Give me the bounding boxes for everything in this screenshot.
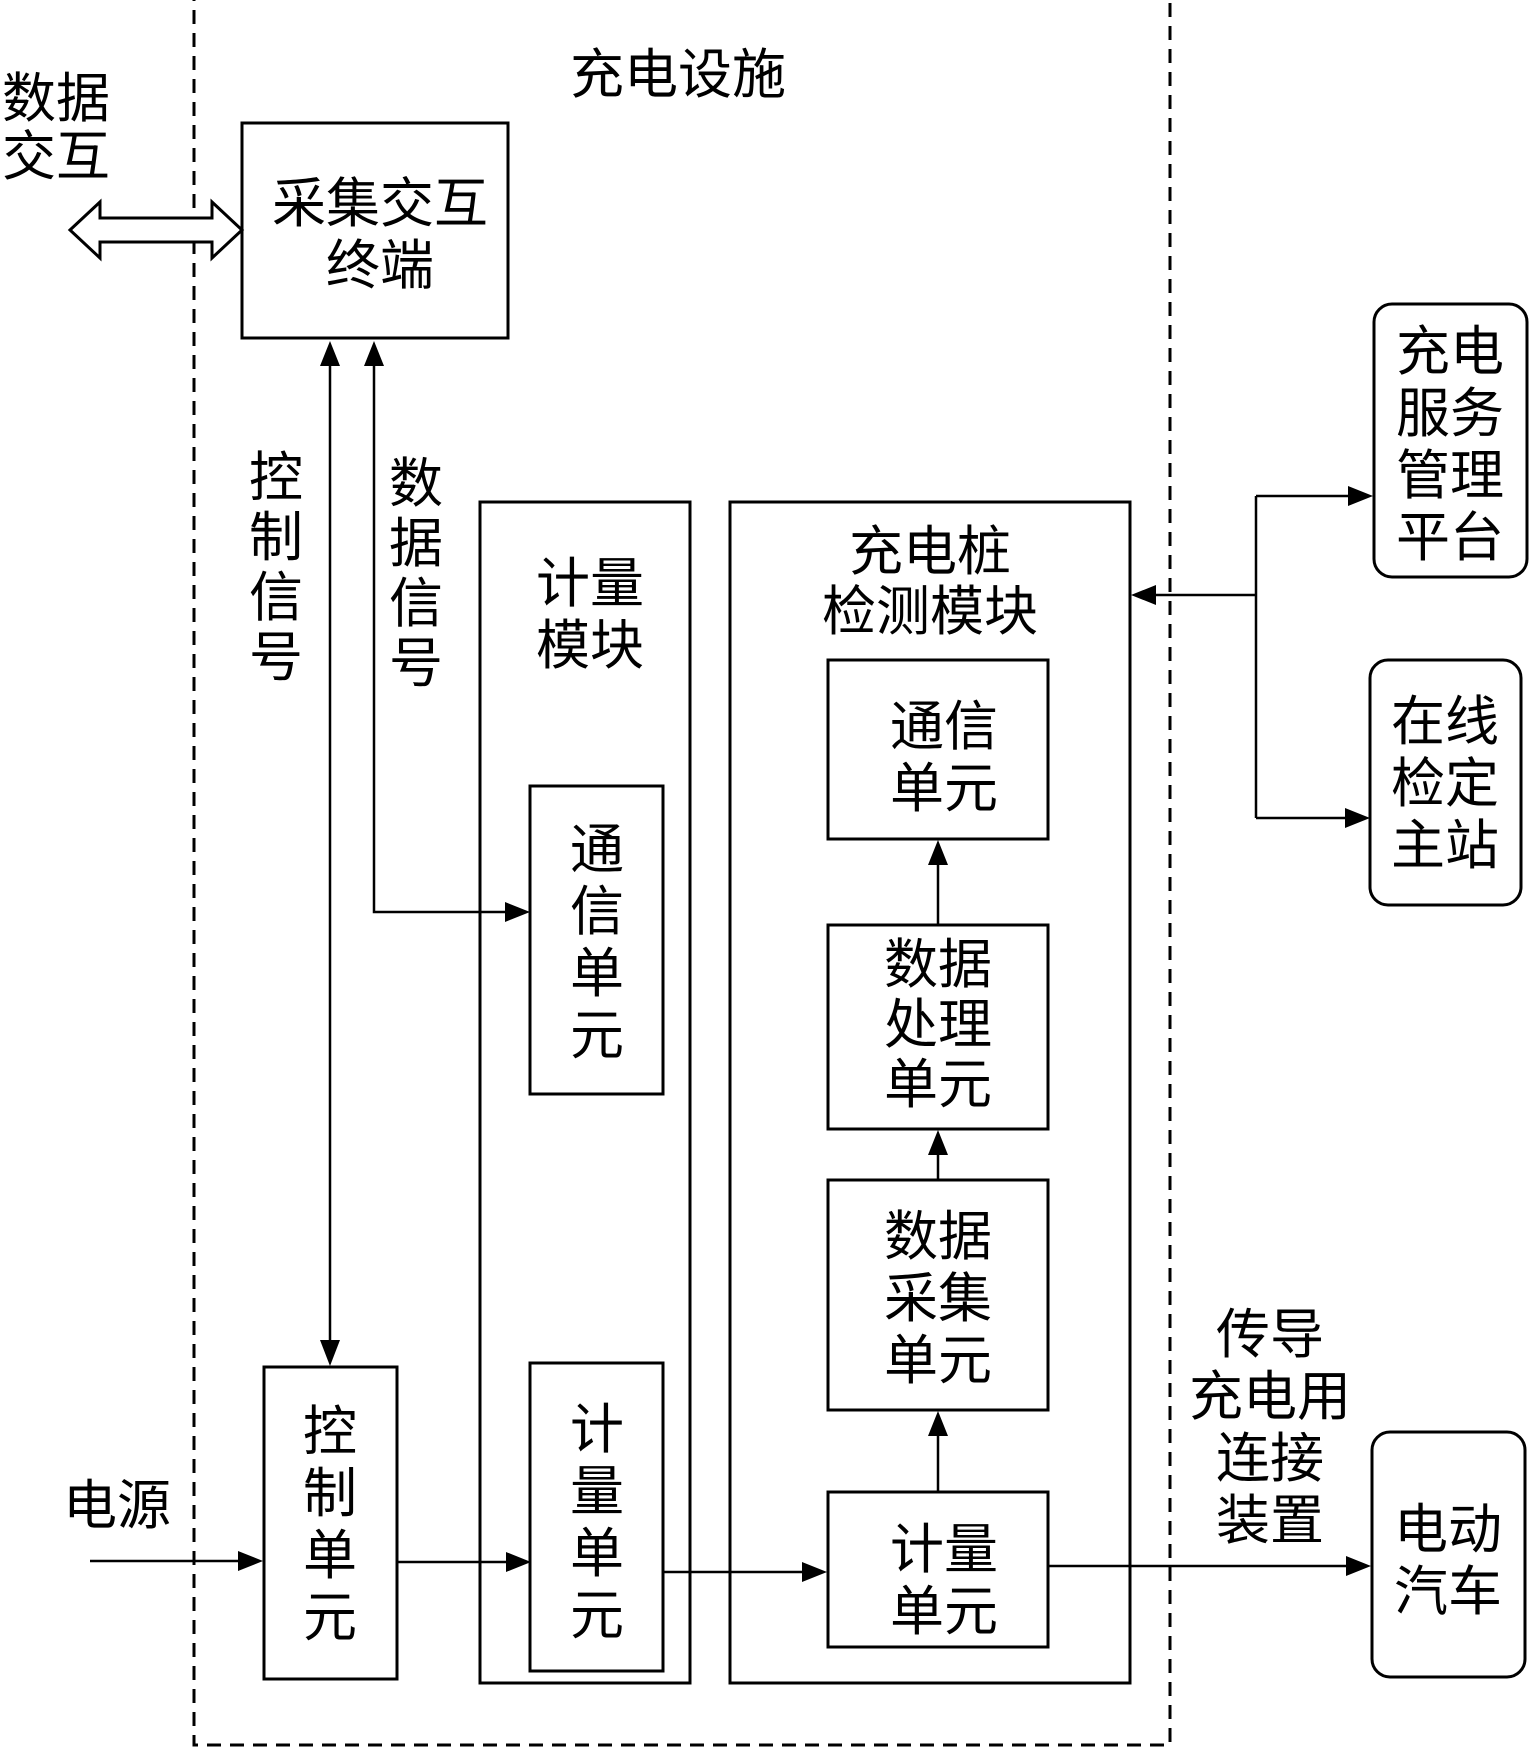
svg-text:数据: 数据: [2, 67, 110, 130]
meter-to-detection-arrow: [663, 1562, 827, 1582]
power-source-label: 电源: [63, 1474, 171, 1537]
svg-text:处理: 处理: [884, 993, 992, 1056]
svg-text:装置: 装置: [1216, 1489, 1324, 1552]
control-to-meter-arrow: [397, 1552, 531, 1572]
svg-text:信: 信: [249, 566, 303, 629]
svg-text:在线: 在线: [1391, 690, 1499, 753]
svg-text:传导: 传导: [1216, 1303, 1324, 1366]
metering-module: 计量 模块: [478, 500, 692, 1685]
svg-text:号: 号: [249, 626, 303, 689]
charging-facility-boundary: [192, 0, 1172, 1747]
data-processing-unit: 数据 处理 单元: [826, 923, 1050, 1131]
svg-text:交互: 交互: [2, 125, 110, 188]
svg-text:采集: 采集: [884, 1267, 992, 1330]
detection-module: 充电桩 检测模块: [728, 500, 1132, 1685]
acquisition-to-processing-arrow: [928, 1130, 948, 1180]
svg-text:服务: 服务: [1396, 382, 1504, 445]
svg-text:通信: 通信: [890, 695, 998, 758]
svg-text:充电桩: 充电桩: [849, 520, 1011, 583]
svg-text:计量: 计量: [890, 1518, 998, 1581]
svg-text:主站: 主站: [1391, 814, 1499, 877]
control-unit: 控 制 单 元: [262, 1365, 399, 1681]
svg-text:元: 元: [303, 1586, 357, 1649]
svg-text:汽车: 汽车: [1394, 1560, 1502, 1623]
svg-text:数据: 数据: [884, 933, 992, 996]
svg-text:数: 数: [389, 452, 443, 515]
svg-text:管理: 管理: [1396, 444, 1504, 507]
processing-to-comm-arrow: [928, 840, 948, 925]
data-exchange-double-arrow: [67, 198, 245, 262]
detection-comm-unit: 通信 单元: [826, 658, 1050, 841]
electric-vehicle: 电动 汽车: [1370, 1430, 1527, 1679]
svg-text:元: 元: [570, 1004, 624, 1067]
charging-facility-title: 充电设施: [570, 43, 786, 106]
meter-to-ev-arrow: [1048, 1556, 1371, 1576]
svg-text:信: 信: [570, 880, 624, 943]
svg-text:充电: 充电: [1396, 320, 1504, 383]
conductive-connector-label: 传导 充电用 连接 装置: [1189, 1303, 1351, 1552]
svg-text:连接: 连接: [1216, 1427, 1324, 1490]
svg-text:终端: 终端: [326, 234, 434, 297]
svg-text:单元: 单元: [884, 1329, 992, 1392]
power-input-arrow: [90, 1551, 263, 1571]
svg-text:单元: 单元: [890, 1580, 998, 1643]
svg-text:数据: 数据: [884, 1205, 992, 1268]
svg-text:检定: 检定: [1391, 752, 1499, 815]
data-signal-label: 数 据 信 号: [389, 452, 443, 695]
online-verification-station: 在线 检定 主站: [1368, 658, 1523, 907]
svg-text:控: 控: [303, 1400, 357, 1463]
svg-text:采集交互: 采集交互: [272, 172, 488, 235]
svg-text:控: 控: [249, 446, 303, 509]
data-acquisition-unit: 数据 采集 单元: [826, 1178, 1050, 1412]
svg-text:检测模块: 检测模块: [822, 580, 1038, 643]
data-signal-line: [364, 341, 530, 922]
svg-text:制: 制: [249, 506, 303, 569]
svg-text:信: 信: [389, 572, 443, 635]
service-management-platform: 充电 服务 管理 平台: [1372, 302, 1529, 579]
metering-meter-unit: 计 量 单 元: [528, 1361, 665, 1673]
platform-bus-line: [1131, 486, 1373, 828]
control-signal-line: [320, 341, 340, 1366]
svg-text:平台: 平台: [1396, 506, 1504, 569]
svg-text:电动: 电动: [1394, 1498, 1502, 1561]
metering-comm-unit: 通 信 单 元: [528, 784, 665, 1096]
svg-text:元: 元: [570, 1584, 624, 1647]
svg-text:通: 通: [570, 818, 624, 881]
svg-text:计量: 计量: [536, 552, 644, 615]
svg-text:量: 量: [570, 1460, 624, 1523]
acquisition-terminal: 采集交互 终端: [240, 121, 510, 340]
control-signal-label: 控 制 信 号: [249, 446, 303, 689]
svg-text:模块: 模块: [536, 614, 644, 677]
svg-text:单: 单: [570, 1522, 624, 1585]
detection-meter-unit: 计量 单元: [826, 1490, 1050, 1649]
meter-to-acquisition-arrow: [928, 1411, 948, 1492]
svg-text:充电用: 充电用: [1189, 1365, 1351, 1428]
svg-text:单元: 单元: [884, 1053, 992, 1116]
svg-text:单: 单: [303, 1524, 357, 1587]
svg-text:制: 制: [303, 1462, 357, 1525]
svg-text:单: 单: [570, 942, 624, 1005]
svg-text:据: 据: [389, 512, 443, 575]
svg-text:计: 计: [570, 1398, 624, 1461]
svg-text:单元: 单元: [890, 757, 998, 820]
data-exchange-label: 数据 交互: [2, 67, 110, 188]
svg-text:号: 号: [389, 632, 443, 695]
